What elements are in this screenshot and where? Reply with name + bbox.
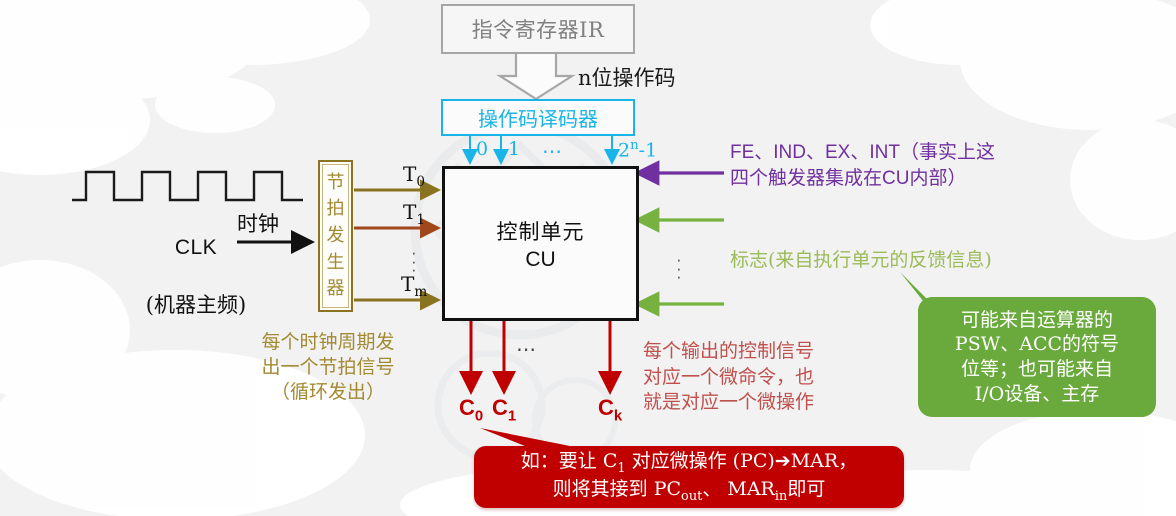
- decoder-last-base: 2: [618, 139, 631, 162]
- timing-signal-arrows: [354, 179, 441, 311]
- decoder-output-arrows: [462, 134, 620, 165]
- callout-l1-a: 如：要让 C: [520, 449, 618, 472]
- callout-l2-b: 、 MAR: [702, 478, 775, 500]
- t1-sub: 1: [416, 212, 425, 228]
- control-signal-note: 每个输出的控制信号 对应一个微命令，也 就是对应一个微操作: [643, 340, 815, 414]
- opcode-decoder-label: 操作码译码器: [478, 107, 598, 131]
- callout-l2-sub1: out: [681, 488, 703, 504]
- callout-line-1: 如：要让 C1 对应微操作 (PC)➔MAR，: [521, 449, 857, 477]
- callout-l2-c: 即可: [787, 478, 826, 500]
- block-arrow-ir-to-decoder: [496, 48, 576, 101]
- callout-l1-b: 对应微操作 (PC)➔MAR，: [625, 449, 858, 472]
- beat-char-3: 生: [326, 251, 345, 273]
- control-unit-subtitle: CU: [525, 247, 556, 271]
- micro-operation-callout-text: 如：要让 C1 对应微操作 (PC)➔MAR， 则将其接到 PCout、 MAR…: [521, 449, 857, 505]
- decoder-last-tail: -1: [638, 139, 658, 162]
- tm-base: T: [401, 272, 415, 296]
- flag-input-vertical-dots: ···: [676, 250, 682, 286]
- instruction-register-label: 指令寄存器IR: [471, 18, 605, 42]
- timing-label-tm: Tm: [401, 272, 427, 300]
- flag-source-callout-text: 可能来自运算器的 PSW、ACC的符号 位等；也可能来自 I/O设备、主存: [954, 308, 1120, 405]
- tm-sub: m: [414, 284, 428, 300]
- clk-subtext: (机器主频): [145, 293, 247, 318]
- control-output-label-c1: C1: [492, 395, 516, 424]
- decoder-last-exponent: n: [630, 138, 639, 153]
- clock-arrow-label: 时钟: [237, 212, 279, 236]
- ck-sub: k: [613, 407, 623, 425]
- timing-label-t1: T1: [403, 200, 425, 228]
- ck-base: C: [598, 395, 614, 420]
- t0-base: T: [403, 162, 417, 186]
- t1-base: T: [403, 200, 417, 224]
- beat-char-4: 器: [326, 278, 345, 300]
- instruction-register-box[interactable]: 指令寄存器IR: [441, 4, 635, 54]
- t0-sub: 0: [416, 174, 425, 190]
- control-unit-box[interactable]: 控制单元 CU: [442, 166, 639, 321]
- timing-label-t0: T0: [403, 162, 425, 190]
- flag-source-callout: 可能来自运算器的 PSW、ACC的符号 位等；也可能来自 I/O设备、主存: [918, 297, 1156, 417]
- timing-vertical-dots: ···: [411, 243, 417, 279]
- flag-note: 标志(来自执行单元的反馈信息): [730, 249, 992, 271]
- callout-l1-sub: 1: [617, 460, 626, 476]
- flag-input-arrows: [633, 207, 724, 317]
- clock-waveform: [72, 170, 303, 202]
- decoder-output-label-1: 1: [508, 138, 521, 160]
- callout-l2-a: 则将其接到 PC: [552, 478, 682, 500]
- c1-base: C: [492, 395, 508, 420]
- decoder-output-label-0: 0: [476, 138, 489, 160]
- beat-char-1: 拍: [326, 198, 345, 220]
- opcode-decoder-box[interactable]: 操作码译码器: [441, 99, 635, 136]
- control-output-label-c0: C0: [459, 395, 483, 424]
- beat-char-0: 节: [326, 171, 345, 193]
- n-bit-opcode-label: n位操作码: [578, 66, 676, 90]
- micro-operation-callout: 如：要让 C1 对应微操作 (PC)➔MAR， 则将其接到 PCout、 MAR…: [474, 446, 904, 508]
- control-output-dots: ⋯: [516, 339, 538, 361]
- clk-text: CLK: [174, 236, 218, 260]
- decoder-output-label-last: 2n-1: [618, 138, 657, 161]
- control-unit-title: 控制单元: [496, 219, 585, 244]
- beat-char-2: 发: [326, 224, 345, 246]
- c1-sub: 1: [507, 407, 517, 425]
- beat-generator-note: 每个时钟周期发 出一个节拍信号 （循环发出）: [261, 331, 395, 404]
- clock-source-label: CLK (机器主频): [131, 206, 261, 348]
- c0-sub: 0: [474, 407, 484, 425]
- callout-line-2: 则将其接到 PCout、 MARin即可: [521, 477, 857, 505]
- control-output-arrows: [459, 317, 622, 395]
- flipflop-note: FE、IND、EX、INT（事实上这 四个触发器集成在CU内部）: [730, 142, 995, 189]
- control-output-label-ck: Ck: [598, 395, 622, 424]
- c0-base: C: [459, 395, 475, 420]
- beat-generator-box[interactable]: 节 拍 发 生 器: [318, 160, 353, 312]
- callout-l2-sub2: in: [774, 488, 788, 504]
- decoder-output-dots: ⋯: [542, 139, 564, 163]
- beat-generator-inner: 节 拍 发 生 器: [322, 164, 349, 308]
